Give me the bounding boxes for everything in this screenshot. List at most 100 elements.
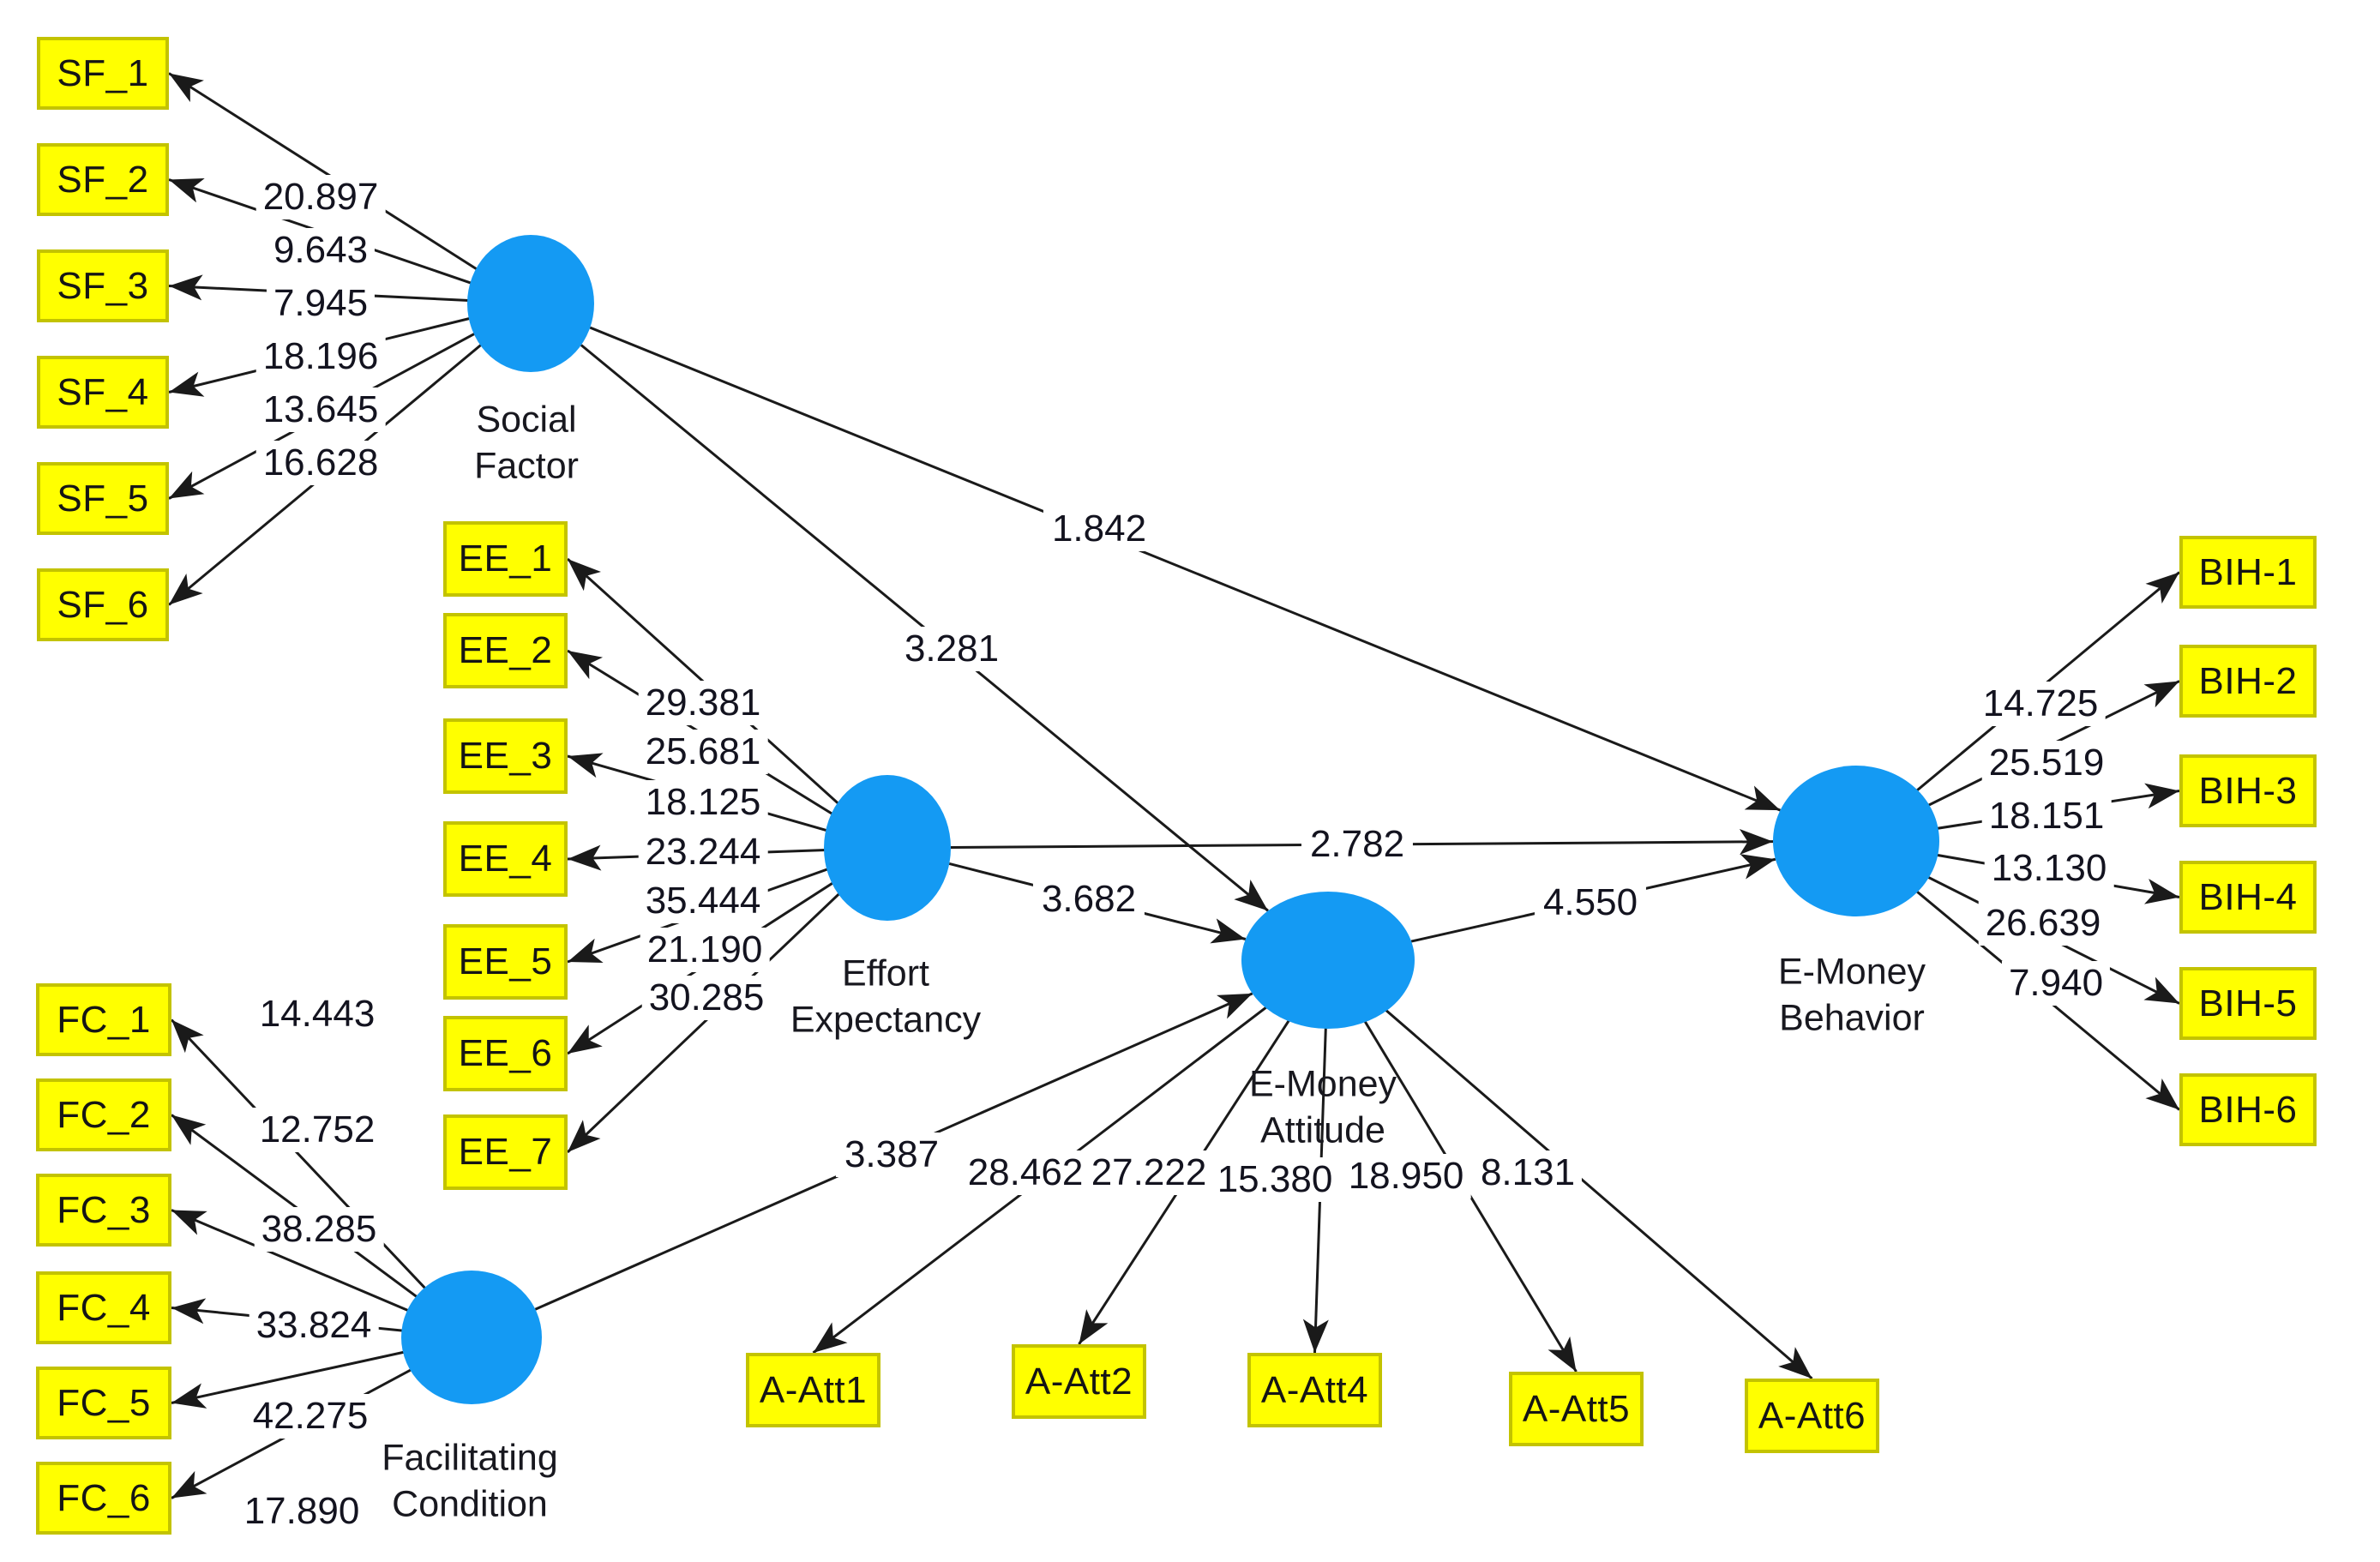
construct-effort-expectancy xyxy=(824,775,951,921)
indicator-sf-4: SF_4 xyxy=(37,356,169,429)
indicator-fc-1: FC_1 xyxy=(36,983,171,1056)
indicator-a-att1: A-Att1 xyxy=(746,1353,880,1427)
indicator-sf-3: SF_3 xyxy=(37,249,169,322)
path-value-sf-to-emb: 1.842 xyxy=(1043,507,1156,551)
construct-social-factor xyxy=(467,235,594,372)
construct-label-line: E-Money xyxy=(1248,1063,1397,1105)
loading-value-bih-3: 18.151 xyxy=(1981,794,2112,838)
loading-value-ee-6: 21.190 xyxy=(640,928,770,972)
loading-value-sf-1: 20.897 xyxy=(255,175,386,219)
construct-label-line: E-Money xyxy=(1777,951,1926,993)
construct-label-line: Behavior xyxy=(1779,997,1925,1038)
loading-value-bih-5: 26.639 xyxy=(1978,901,2108,946)
indicator-fc-3: FC_3 xyxy=(36,1174,171,1247)
path-value-sf-to-ema: 3.281 xyxy=(895,627,1008,671)
indicator-bih-5: BIH-5 xyxy=(2179,967,2317,1040)
loading-value-bih-4: 13.130 xyxy=(1984,846,2114,891)
loading-value-sf-4: 18.196 xyxy=(255,334,386,379)
loading-value-fc-2: 12.752 xyxy=(252,1108,382,1152)
loading-value-sf-2: 9.643 xyxy=(266,228,376,273)
loading-value-a-att4: 15.380 xyxy=(1210,1157,1340,1202)
arrow-fc-to-fc-1 xyxy=(170,1018,473,1339)
indicator-label: FC_2 xyxy=(57,1093,151,1136)
indicator-label: SF_5 xyxy=(57,477,149,520)
indicator-label: SF_2 xyxy=(57,158,149,201)
loading-value-a-att6: 8.131 xyxy=(1473,1150,1583,1195)
indicator-ee-5: EE_5 xyxy=(443,924,568,1000)
loading-value-fc-3: 38.285 xyxy=(254,1207,384,1252)
indicator-a-att5: A-Att5 xyxy=(1509,1372,1644,1446)
loading-value-a-att2: 27.222 xyxy=(1084,1150,1214,1195)
indicator-label: EE_3 xyxy=(458,735,553,777)
loading-value-bih-2: 25.519 xyxy=(1981,741,2112,785)
indicator-label: A-Att2 xyxy=(1025,1360,1133,1403)
indicator-sf-6: SF_6 xyxy=(37,568,169,641)
loading-value-fc-5: 42.275 xyxy=(245,1394,376,1439)
path-value-fc-to-ema: 3.387 xyxy=(835,1132,948,1177)
construct-label-line: Attitude xyxy=(1260,1109,1385,1150)
loading-value-fc-6: 17.890 xyxy=(237,1489,367,1534)
loading-value-bih-1: 14.725 xyxy=(1975,682,2106,726)
indicator-sf-5: SF_5 xyxy=(37,462,169,535)
path-value-ema-to-emb: 4.550 xyxy=(1534,880,1647,925)
indicator-ee-6: EE_6 xyxy=(443,1016,568,1091)
indicator-label: FC_4 xyxy=(57,1286,151,1329)
indicator-sf-2: SF_2 xyxy=(37,143,169,216)
loading-value-bih-6: 7.940 xyxy=(2001,961,2111,1006)
indicator-bih-6: BIH-6 xyxy=(2179,1073,2317,1146)
indicator-fc-5: FC_5 xyxy=(36,1367,171,1439)
loading-value-a-att5: 18.950 xyxy=(1341,1154,1471,1199)
indicator-a-att6: A-Att6 xyxy=(1745,1379,1879,1453)
indicator-label: BIH-2 xyxy=(2198,659,2298,702)
indicator-label: SF_6 xyxy=(57,583,149,626)
loading-value-a-att1: 28.462 xyxy=(960,1150,1091,1195)
construct-label-line: Social xyxy=(476,399,577,441)
indicator-label: EE_5 xyxy=(458,940,553,982)
indicator-label: EE_7 xyxy=(458,1131,553,1173)
indicator-a-att4: A-Att4 xyxy=(1247,1353,1382,1427)
indicator-ee-7: EE_7 xyxy=(443,1114,568,1190)
indicator-bih-4: BIH-4 xyxy=(2179,861,2317,934)
indicator-bih-1: BIH-1 xyxy=(2179,536,2317,609)
indicator-fc-4: FC_4 xyxy=(36,1271,171,1344)
indicator-ee-2: EE_2 xyxy=(443,613,568,688)
indicator-label: SF_4 xyxy=(57,370,149,413)
construct-label-line: Facilitating xyxy=(382,1437,558,1479)
path-value-ee-to-ema: 3.682 xyxy=(1032,877,1145,922)
loading-value-fc-1: 14.443 xyxy=(252,992,382,1036)
indicator-ee-1: EE_1 xyxy=(443,521,568,597)
path-value-ee-to-emb: 2.782 xyxy=(1301,822,1414,867)
indicator-bih-3: BIH-3 xyxy=(2179,754,2317,827)
indicator-label: EE_4 xyxy=(458,838,553,880)
indicator-label: FC_6 xyxy=(57,1476,151,1519)
construct-e-money-attitude xyxy=(1241,892,1415,1029)
indicator-label: BIH-3 xyxy=(2198,769,2298,812)
indicator-label: A-Att6 xyxy=(1758,1394,1866,1437)
construct-label-line: Condition xyxy=(392,1483,548,1524)
indicator-ee-4: EE_4 xyxy=(443,821,568,897)
loading-value-ee-1: 29.381 xyxy=(638,681,768,725)
indicator-ee-3: EE_3 xyxy=(443,718,568,794)
indicator-label: BIH-4 xyxy=(2198,875,2298,918)
construct-label-line: Effort xyxy=(842,952,929,994)
indicator-label: A-Att1 xyxy=(759,1368,868,1411)
indicator-bih-2: BIH-2 xyxy=(2179,645,2317,718)
construct-label-line: Expectancy xyxy=(790,999,982,1040)
loading-value-ee-2: 25.681 xyxy=(638,730,768,774)
indicator-label: BIH-5 xyxy=(2198,982,2298,1024)
loading-value-ee-7: 30.285 xyxy=(641,976,772,1020)
indicator-label: EE_2 xyxy=(458,629,553,671)
loading-value-sf-5: 13.645 xyxy=(255,387,386,432)
loading-value-fc-4: 33.824 xyxy=(249,1303,379,1348)
indicator-label: SF_3 xyxy=(57,264,149,307)
indicator-label: FC_5 xyxy=(57,1381,151,1424)
loading-value-sf-3: 7.945 xyxy=(266,281,376,326)
indicator-label: A-Att5 xyxy=(1522,1387,1631,1430)
indicator-fc-6: FC_6 xyxy=(36,1462,171,1535)
